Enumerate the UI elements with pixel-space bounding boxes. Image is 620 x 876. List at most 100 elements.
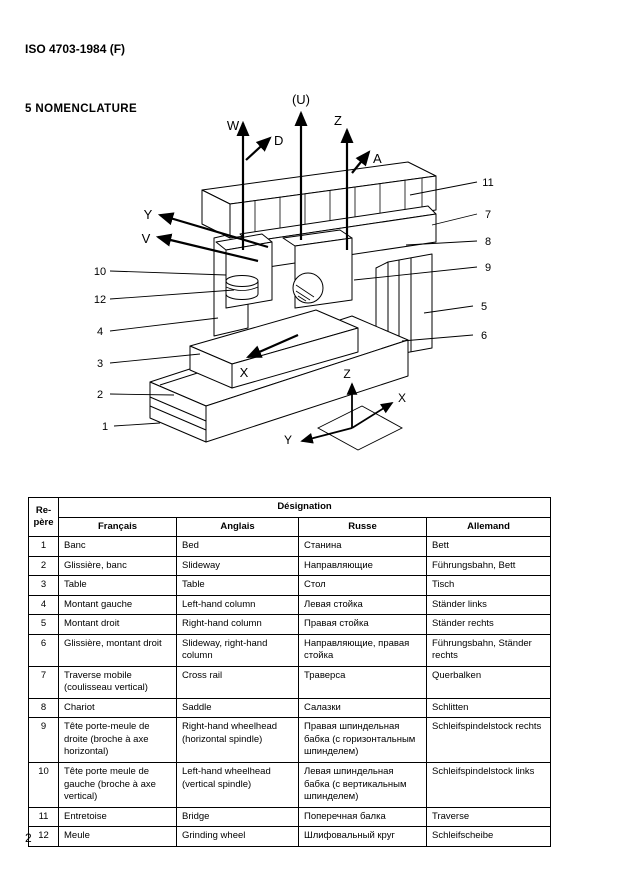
cell-francais: Chariot xyxy=(58,697,177,719)
cell-anglais: Right-hand column xyxy=(176,614,299,635)
leader-line-9 xyxy=(353,266,478,281)
part-numbers: 11 7 8 9 5 6 10 12 4 3 2 1 xyxy=(94,177,494,433)
axis-label-d: D xyxy=(274,133,283,148)
part-number-9: 9 xyxy=(485,262,491,274)
leader-line-5 xyxy=(423,305,474,314)
part-number-7: 7 xyxy=(485,209,491,221)
cell-anglais: Saddle xyxy=(176,697,299,719)
machine-body xyxy=(149,161,437,443)
cell-repere: 12 xyxy=(28,826,59,847)
cell-francais: Table xyxy=(58,575,177,596)
cell-repere: 6 xyxy=(28,633,59,667)
table-row: 2 Glissière, banc Slideway Направляющие … xyxy=(28,555,551,577)
column-header-francais: Français xyxy=(58,516,177,538)
leader-line-1 xyxy=(113,422,161,427)
cell-francais: Tête porte meule de gauche (broche à axe… xyxy=(58,761,177,808)
cell-allemand: Traverse xyxy=(426,806,551,828)
cell-russe: Направляющие, правая стойка xyxy=(298,633,427,667)
axis-labels: W D (U) Z A Y V X xyxy=(142,92,382,380)
leader-line-7 xyxy=(431,213,478,226)
cell-allemand: Schleifspindelstock rechts xyxy=(426,717,551,763)
triad-arrow-y xyxy=(300,427,353,444)
column-header-allemand: Allemand xyxy=(426,516,551,538)
table-row: 3 Table Table Стол Tisch xyxy=(28,575,551,596)
table-row: 10 Tête porte meule de gauche (broche à … xyxy=(28,761,551,808)
triad-label-y: Y xyxy=(284,433,292,447)
column-header-anglais: Anglais xyxy=(176,516,299,538)
axis-label-x: X xyxy=(240,365,249,380)
grinding-wheel-right xyxy=(292,272,324,304)
axis-label-w: W xyxy=(227,118,240,133)
cell-allemand: Tisch xyxy=(426,575,551,596)
cell-russe: Шлифовальный круг xyxy=(298,826,427,847)
cell-russe: Станина xyxy=(298,536,427,557)
cell-francais: Montant droit xyxy=(58,614,177,635)
cell-russe: Левая стойка xyxy=(298,594,427,616)
axis-label-u: (U) xyxy=(292,92,310,107)
cell-repere: 9 xyxy=(28,717,59,763)
leader-line-10 xyxy=(109,270,227,276)
part-number-6: 6 xyxy=(481,330,487,342)
cell-allemand: Schlitten xyxy=(426,697,551,719)
nomenclature-table: Re-père Désignation Français Anglais Rus… xyxy=(28,496,551,847)
cell-anglais: Cross rail xyxy=(176,665,299,699)
cell-russe: Салазки xyxy=(298,697,427,719)
table-header-row-languages: Français Anglais Russe Allemand xyxy=(29,516,551,538)
part-number-10: 10 xyxy=(94,266,106,278)
cell-anglais: Grinding wheel xyxy=(176,826,299,847)
section-title: 5 NOMENCLATURE xyxy=(25,103,138,115)
part-number-4: 4 xyxy=(97,326,103,338)
cell-allemand: Führungsbahn, Bett xyxy=(426,555,551,577)
table-row: 1 Banc Bed Станина Bett xyxy=(28,536,551,557)
bridge-slats xyxy=(254,177,423,235)
cell-allemand: Bett xyxy=(426,536,551,557)
cell-francais: Entretoise xyxy=(58,806,177,828)
cell-repere: 1 xyxy=(28,536,59,557)
cell-allemand: Führungsbahn, Ständer rechts xyxy=(426,633,551,667)
leader-line-4 xyxy=(109,317,219,332)
grinding-wheel-left xyxy=(225,275,259,300)
cell-repere: 3 xyxy=(28,575,59,596)
cell-russe: Траверса xyxy=(298,665,427,699)
cell-francais: Tête porte-meule de droite (broche à axe… xyxy=(58,717,177,763)
page-number: 2 xyxy=(25,831,32,845)
bed-slideway-line xyxy=(149,396,207,422)
axis-label-v: V xyxy=(142,231,151,246)
cell-anglais: Slideway xyxy=(176,555,299,577)
table-row: 8 Chariot Saddle Салазки Schlitten xyxy=(28,697,551,719)
part-number-1: 1 xyxy=(102,421,108,433)
bridge-left-face xyxy=(201,189,231,239)
coordinate-triad xyxy=(300,382,403,451)
axis-arrow-d xyxy=(245,136,272,161)
cell-russe: Правая шпиндельная бабка (с горизонтальн… xyxy=(298,717,427,763)
cell-allemand: Schleifspindelstock links xyxy=(426,761,551,808)
axis-label-z: Z xyxy=(334,113,342,128)
table-row: 7 Traverse mobile (coulisseau vertical) … xyxy=(28,665,551,699)
axis-arrow-a xyxy=(351,150,371,174)
triad-label-x: X xyxy=(398,391,406,405)
part-number-2: 2 xyxy=(97,389,103,401)
cell-francais: Glissière, montant droit xyxy=(58,633,177,667)
leader-line-3 xyxy=(109,353,201,364)
leader-line-2 xyxy=(109,393,175,396)
triad-base-slab xyxy=(317,405,403,451)
cell-anglais: Table xyxy=(176,575,299,596)
cell-anglais: Slideway, right-hand column xyxy=(176,633,299,667)
cell-anglais: Left-hand column xyxy=(176,594,299,616)
table-row: 6 Glissière, montant droit Slideway, rig… xyxy=(28,633,551,667)
axis-label-a: A xyxy=(373,151,382,166)
table-end-face xyxy=(189,345,233,389)
cell-allemand: Schleifscheibe xyxy=(426,826,551,847)
part-number-3: 3 xyxy=(97,358,103,370)
column-header-repere: Re-père xyxy=(28,496,59,538)
cell-russe: Стол xyxy=(298,575,427,596)
cell-russe: Правая стойка xyxy=(298,614,427,635)
cell-francais: Glissière, banc xyxy=(58,555,177,577)
axis-arrows xyxy=(155,110,371,359)
table-row: 9 Tête porte-meule de droite (broche à a… xyxy=(28,717,551,763)
cell-anglais: Bridge xyxy=(176,806,299,828)
cell-repere: 8 xyxy=(28,697,59,719)
cell-russe: Левая шпиндельная бабка (с вертикальным … xyxy=(298,761,427,808)
nomenclature-table-body: 1 Banc Bed Станина Bett 2 Glissière, ban… xyxy=(28,536,551,847)
